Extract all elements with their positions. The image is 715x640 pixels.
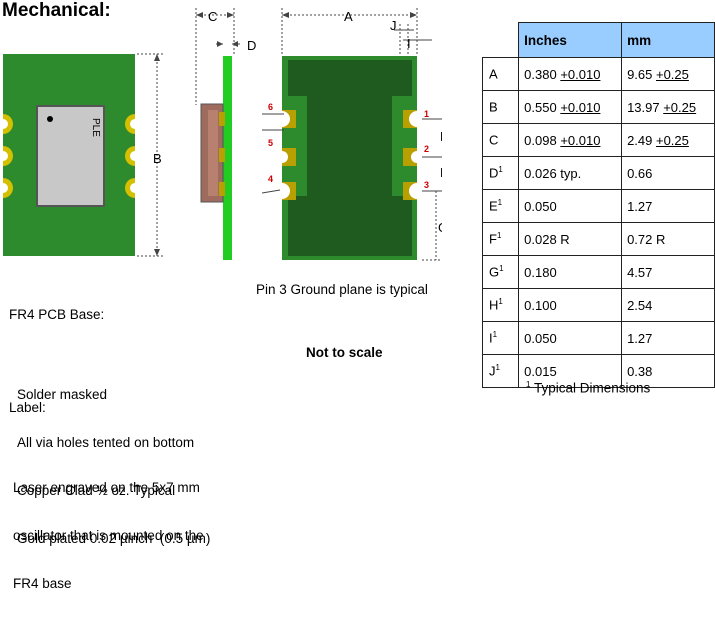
inches-cell: 0.050 <box>518 321 623 355</box>
pin-number-2: 2 <box>424 144 429 154</box>
side-view-drawing: C D <box>195 8 256 260</box>
label-notes: Label: Laser engraved on the 5x7 mm osci… <box>9 368 204 640</box>
mm-cell: 0.38 <box>621 354 715 388</box>
row-label: J1 <box>481 354 520 388</box>
pcb-notes-heading: FR4 PCB Base: <box>9 307 105 322</box>
castellation-holes <box>0 119 140 193</box>
inches-cell: 0.050 <box>518 189 623 223</box>
mm-cell: 4.57 <box>621 255 715 289</box>
pin-number-5: 5 <box>268 138 273 148</box>
dim-label-b: B <box>153 151 162 166</box>
ground-plane <box>288 60 412 256</box>
inches-cell: 0.015 <box>518 354 623 388</box>
chip-marking: PLE <box>90 118 101 137</box>
dim-label-h-2: H <box>440 165 442 180</box>
table-header-row: Inches mm <box>482 22 715 58</box>
pcb-board-side <box>223 56 232 260</box>
row-label: B <box>481 90 520 124</box>
pcb-note-line: Solder masked <box>17 387 108 402</box>
scale-note: Not to scale <box>306 345 383 360</box>
oscillator-chip <box>36 105 105 207</box>
dim-label-j: J <box>390 18 397 33</box>
footnote-sup: 1 <box>526 380 531 389</box>
pin-number-3: 3 <box>424 180 429 190</box>
footnote: 1 Typical Dimensions <box>526 380 650 396</box>
mm-cell: 1.27 <box>621 321 715 355</box>
mm-cell: 0.66 <box>621 156 715 190</box>
bottom-castellation-holes <box>274 111 425 199</box>
row-label: C <box>481 123 520 157</box>
dim-label-g: G <box>438 220 442 235</box>
row-label: H1 <box>481 288 520 322</box>
page-title: Mechanical: <box>2 0 111 21</box>
row-label: G1 <box>481 255 520 289</box>
label-notes-heading: Label: <box>9 400 46 415</box>
pin1-marker-dot <box>47 116 53 122</box>
footnote-text: Typical Dimensions <box>530 380 651 396</box>
label-note-line: oscillator that is mounted on the <box>13 528 204 543</box>
table-header-mm: mm <box>621 22 715 58</box>
mm-cell: 0.72 R <box>621 222 715 256</box>
inches-cell: 0.380 +0.010 <box>518 57 623 91</box>
mm-cell: 2.54 <box>621 288 715 322</box>
mm-cell: 9.65 +0.25 <box>621 57 715 91</box>
label-note-line: Laser engraved on the 5x7 mm <box>13 480 200 495</box>
row-label: A <box>481 57 520 91</box>
dim-label-a: A <box>344 9 353 24</box>
inches-cell: 0.028 R <box>518 222 623 256</box>
row-label: D1 <box>481 156 520 190</box>
dim-label-i: I <box>407 36 411 51</box>
side-solder-pads <box>219 112 225 196</box>
pin-number-1: 1 <box>424 109 429 119</box>
dim-label-d: D <box>247 38 256 53</box>
pin-number-6: 6 <box>268 102 273 112</box>
inches-cell: 0.550 +0.010 <box>518 90 623 124</box>
row-label: I1 <box>481 321 520 355</box>
pin-number-4: 4 <box>268 174 273 184</box>
table-header-blank <box>482 22 520 58</box>
label-note-line: FR4 base <box>13 576 72 591</box>
inches-cell: 0.026 typ. <box>518 156 623 190</box>
dim-label-h-1: H <box>440 129 442 144</box>
row-label: F1 <box>481 222 520 256</box>
top-view-drawing: PLE B <box>0 53 163 257</box>
inches-cell: 0.180 <box>518 255 623 289</box>
table-header-inches: Inches <box>518 22 623 58</box>
row-label: E1 <box>481 189 520 223</box>
mm-cell: 1.27 <box>621 189 715 223</box>
ground-plane-note: Pin 3 Ground plane is typical <box>256 282 428 297</box>
mm-cell: 13.97 +0.25 <box>621 90 715 124</box>
mm-cell: 2.49 +0.25 <box>621 123 715 157</box>
dim-label-c: C <box>208 9 217 24</box>
bottom-view-drawing: A J I 6 5 4 1 2 3 E F H H G <box>262 8 442 261</box>
inches-cell: 0.100 <box>518 288 623 322</box>
inches-cell: 0.098 +0.010 <box>518 123 623 157</box>
